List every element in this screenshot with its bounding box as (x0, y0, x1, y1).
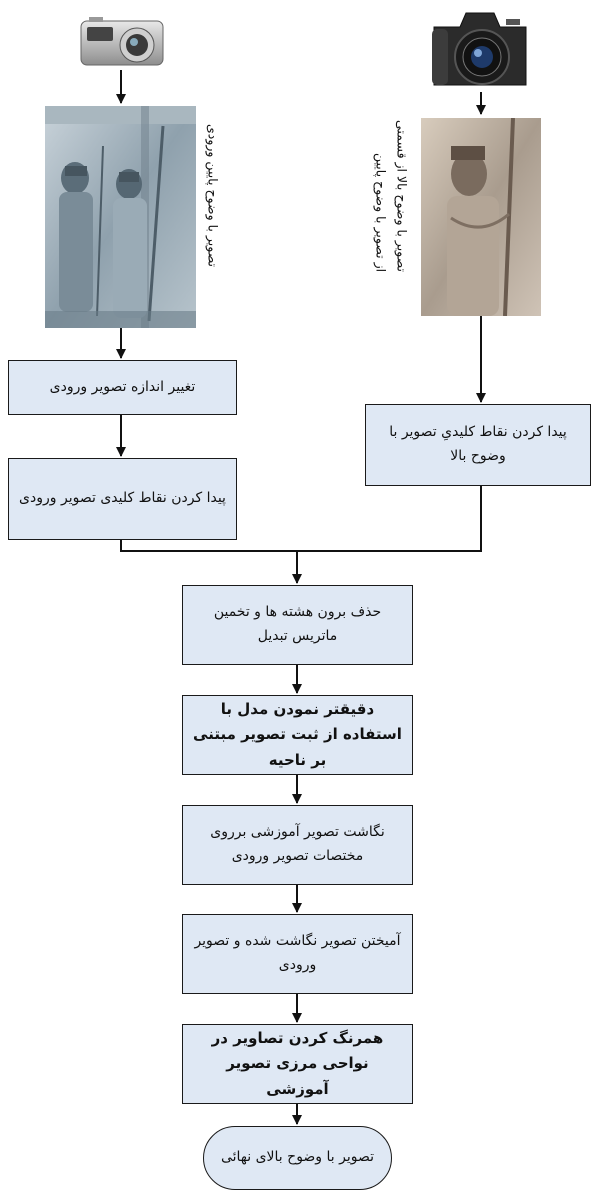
high-res-input-label: تصویر با وضوح بالا از قسمتی از تصویر با … (370, 120, 413, 272)
blend-images-text: آمیختن تصویر نگاشت شده و تصویر ورودی (194, 933, 401, 973)
keypoints-low-res-text: پیدا کردن نقاط کلیدی تصویر ورودی (19, 490, 226, 507)
keypoints-high-res-box: پیدا کردن نقاط کلیدیِ تصویر با وضوح بالا (365, 404, 591, 486)
final-output-terminal: تصویر با وضوح بالای نهائی (203, 1126, 392, 1190)
low-res-input-image (45, 106, 196, 328)
final-output-text: تصویر با وضوح بالای نهائی (220, 1149, 375, 1166)
compact-camera-icon (79, 15, 165, 67)
high-res-partial-image (421, 118, 541, 316)
dslr-camera-icon (430, 5, 530, 91)
keypoints-high-res-text: پیدا کردن نقاط کلیدیِ تصویر با وضوح بالا (389, 424, 567, 464)
harmonize-colors-text: همرنگ کردن تصاویر در نواحی مرزی تصویر آم… (211, 1028, 384, 1098)
harmonize-colors-box: همرنگ کردن تصاویر در نواحی مرزی تصویر آم… (182, 1024, 413, 1104)
high-res-label-line2: از تصویر با وضوح پایین (373, 152, 389, 272)
outlier-removal-text: حذف برون هشته ها و تخمین ماتریس تبدیل (213, 604, 382, 644)
map-training-box: نگاشت تصویر آموزشی برروی مختصات تصویر ور… (182, 805, 413, 885)
resize-input-box: تغییر اندازه تصویر ورودی (8, 360, 237, 415)
refine-model-box: دقیقتر نمودن مدل با استفاده از ثبت تصویر… (182, 695, 413, 775)
merge-line-left (120, 540, 297, 552)
resize-input-text: تغییر اندازه تصویر ورودی (49, 378, 196, 395)
map-training-text: نگاشت تصویر آموزشی برروی مختصات تصویر ور… (210, 824, 385, 864)
refine-model-text: دقیقتر نمودن مدل با استفاده از ثبت تصویر… (193, 699, 402, 769)
outlier-removal-box: حذف برون هشته ها و تخمین ماتریس تبدیل (182, 585, 413, 665)
blend-images-box: آمیختن تصویر نگاشت شده و تصویر ورودی (182, 914, 413, 994)
merge-line-right (297, 486, 482, 552)
high-res-label-line1: تصویر با وضوح بالا از قسمتی (394, 120, 410, 272)
low-res-input-label: تصویر با وضوح پایین ورودی (205, 124, 221, 268)
keypoints-low-res-box: پیدا کردن نقاط کلیدی تصویر ورودی (8, 458, 237, 540)
